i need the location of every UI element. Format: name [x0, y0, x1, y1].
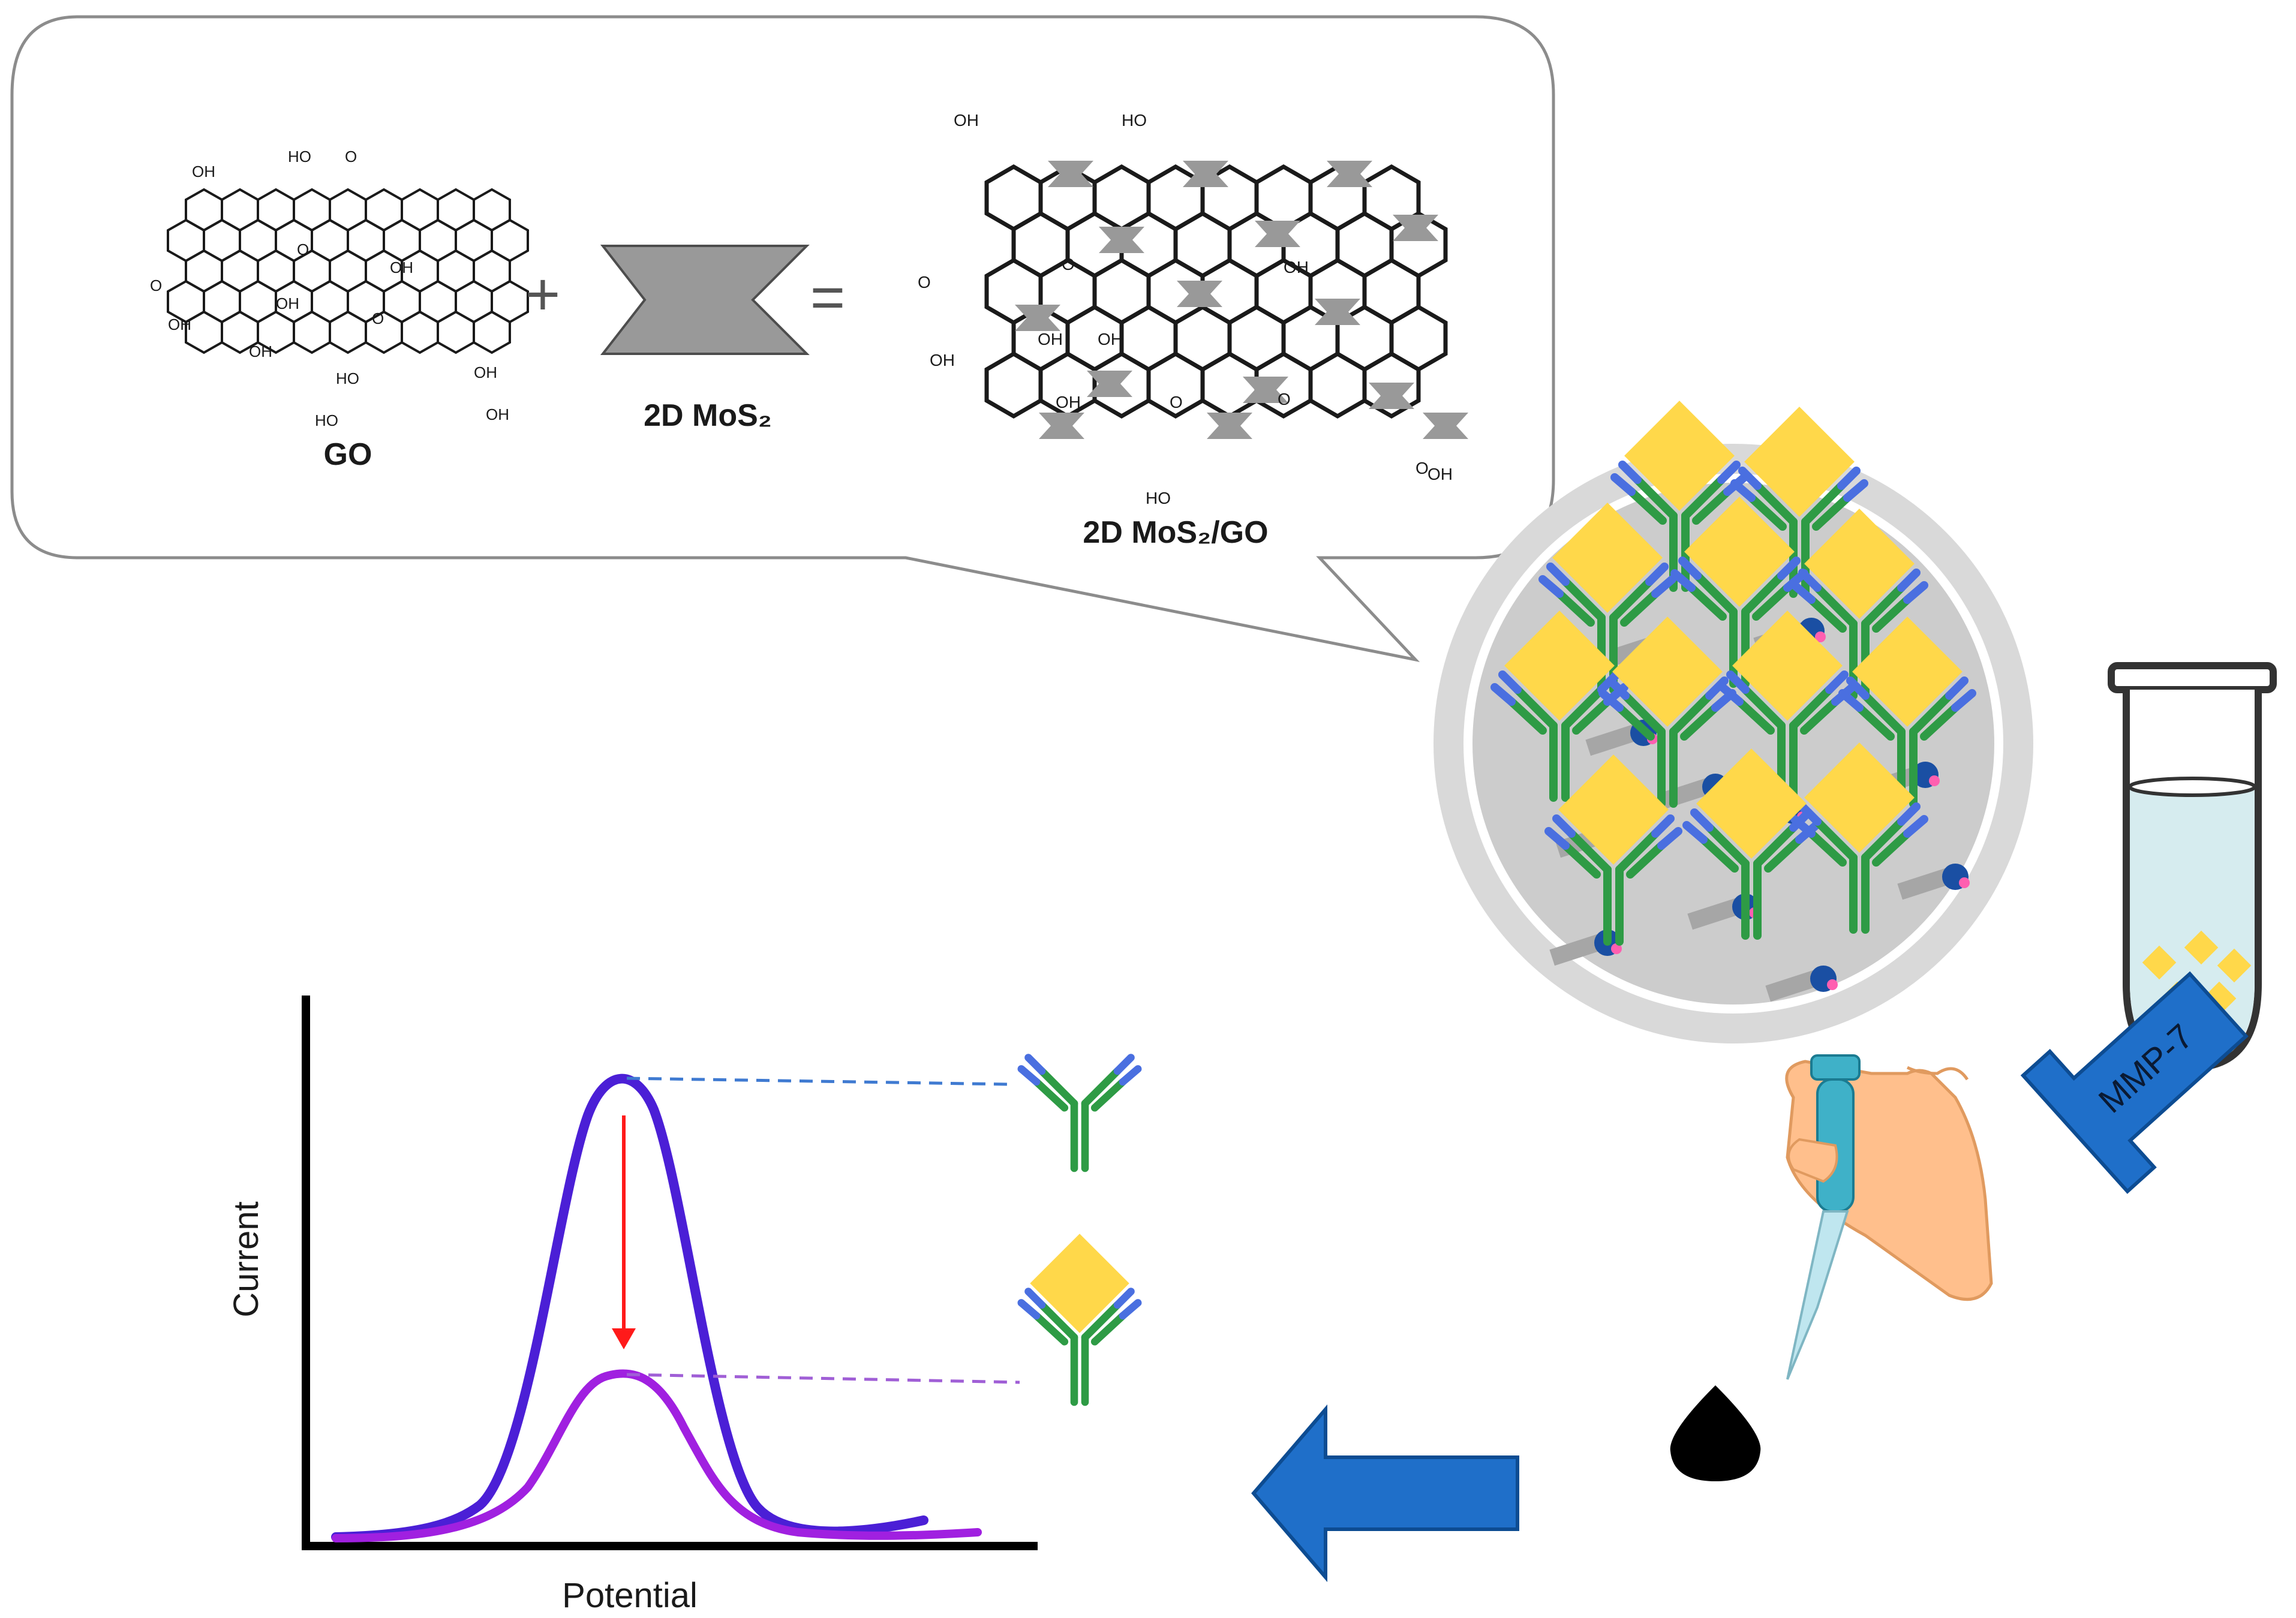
- graphene-oxide-structure: HO O OH O OH O OH OH O OH HO OH OH HO: [150, 148, 529, 429]
- composite-oh-label: OH: [1038, 330, 1063, 348]
- mos2-go-composite-structure: OH HO O OH O OH OH OH OH O O HO O OH: [918, 111, 1468, 507]
- y-axis-label: Current: [227, 1201, 266, 1317]
- peak-low-curve: [332, 1369, 982, 1542]
- decrease-arrow-head: [612, 1328, 636, 1349]
- go-oh-label: OH: [276, 294, 299, 312]
- peak-high-curve: [331, 1073, 928, 1542]
- hand-with-pipette: [1785, 1054, 1993, 1380]
- composite-o-label: O: [1278, 390, 1291, 408]
- go-o-label: O: [297, 240, 309, 258]
- composite-ho-label: HO: [1146, 489, 1171, 507]
- go-o-label: O: [372, 309, 384, 327]
- go-oh-label: OH: [474, 363, 497, 381]
- go-oh-label: O: [150, 276, 162, 294]
- composite-oh-label: OH: [930, 351, 955, 369]
- composite-label: 2D MoS₂/GO: [1083, 515, 1268, 550]
- plus-sign: +: [525, 261, 560, 328]
- go-oh-label: O: [345, 148, 357, 166]
- legend-antibody-bound: [1021, 1234, 1138, 1402]
- go-oh-label: OH: [390, 258, 413, 276]
- composite-oh-label: OH: [1098, 330, 1123, 348]
- composite-ho-label: HO: [1122, 111, 1147, 130]
- dpv-graph: Current Potential: [227, 996, 1038, 1615]
- composite-o-label: O: [918, 273, 931, 291]
- composite-o-label: O: [1416, 459, 1429, 477]
- go-ho-label: HO: [336, 369, 359, 387]
- go-oh-label: OH: [168, 315, 191, 333]
- equals-sign: =: [810, 264, 845, 331]
- composite-o-label: O: [1170, 393, 1183, 411]
- x-axis-label: Potential: [562, 1576, 698, 1615]
- sample-drop-icon: [1670, 1385, 1761, 1481]
- legend-antibody-free: [1021, 1058, 1138, 1169]
- composite-oh-label: OH: [954, 111, 979, 130]
- composite-oh-label: OH: [1056, 393, 1081, 411]
- mos2-sheet-icon: [600, 245, 810, 355]
- composite-o-label: O: [1062, 255, 1075, 273]
- go-ho-label: HO: [315, 411, 338, 429]
- composite-oh-label: OH: [1428, 465, 1453, 483]
- composite-oh-label: OH: [1284, 258, 1309, 276]
- go-oh-label: OH: [249, 342, 272, 360]
- mos2-label: 2D MoS₂: [644, 398, 772, 433]
- go-label: GO: [324, 437, 372, 472]
- high-peak-guide: [626, 1076, 1008, 1086]
- go-oh-label: OH: [486, 405, 509, 423]
- go-ho-label: HO: [288, 148, 311, 166]
- go-oh-label: OH: [192, 163, 215, 181]
- low-peak-guide: [626, 1373, 1020, 1384]
- big-left-arrow: [1251, 1404, 1519, 1583]
